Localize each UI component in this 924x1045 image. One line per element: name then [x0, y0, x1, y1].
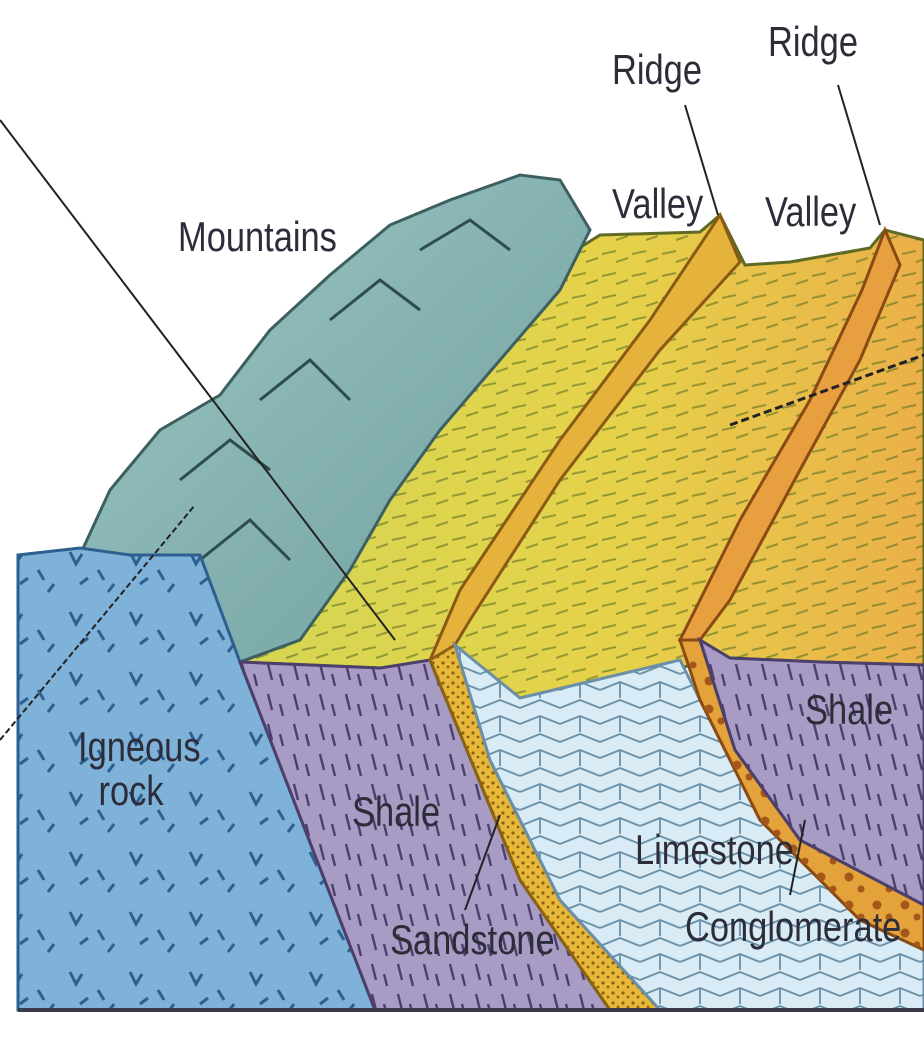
- label-igneous-line1: Igneous: [78, 725, 201, 769]
- label-ridge-left: Ridge: [612, 48, 702, 92]
- label-ridge-right: Ridge: [768, 20, 858, 64]
- label-sandstone: Sandstone: [390, 918, 555, 962]
- label-limestone: Limestone: [635, 828, 794, 872]
- label-conglomerate: Conglomerate: [685, 905, 901, 949]
- label-igneous-line2: rock: [99, 769, 201, 813]
- label-shale-left: Shale: [352, 790, 440, 834]
- label-valley-right: Valley: [765, 190, 856, 234]
- label-shale-right: Shale: [805, 688, 893, 732]
- label-igneous-rock: Igneous rock: [78, 725, 201, 813]
- label-mountains: Mountains: [178, 215, 337, 259]
- label-valley-left: Valley: [612, 182, 703, 226]
